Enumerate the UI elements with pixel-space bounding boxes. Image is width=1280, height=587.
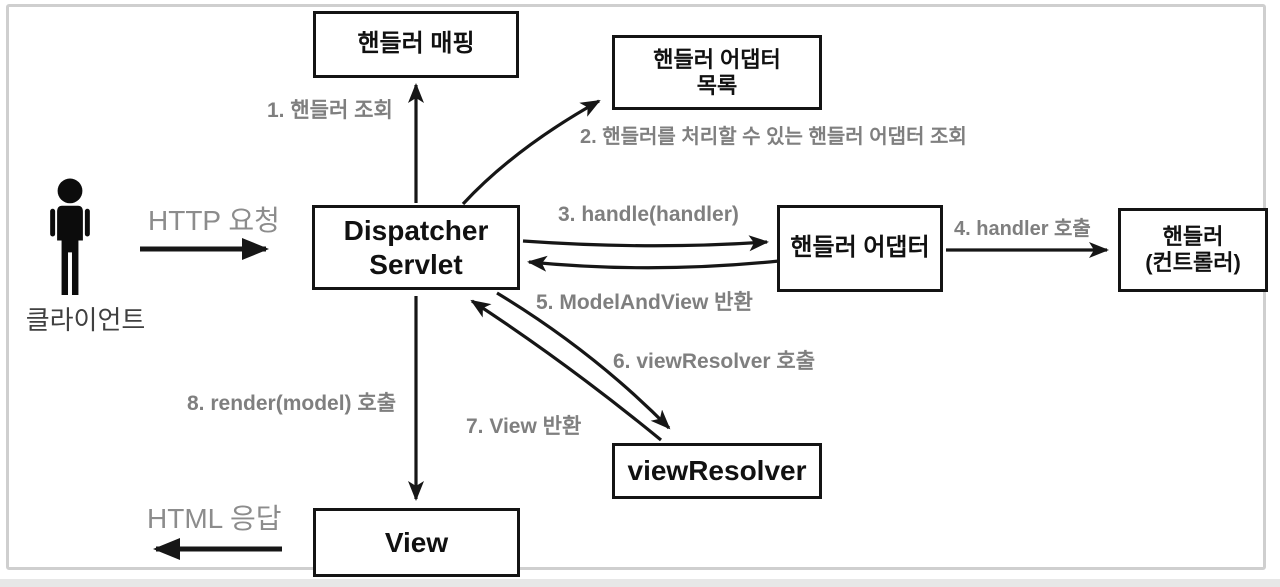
- node-handler-mapping: 핸들러 매핑: [313, 11, 519, 78]
- label-step7-view-return: 7. View 반환: [466, 415, 582, 438]
- label-step3-handle-call: 3. handle(handler): [558, 203, 739, 226]
- http-request-label: HTTP 요청: [148, 205, 280, 236]
- label-step6-viewresolver-call: 6. viewResolver 호출: [613, 350, 816, 373]
- label-step1-handler-lookup: 1. 핸들러 조회: [267, 99, 393, 122]
- node-handler-controller-line2: (컨트롤러): [1145, 250, 1241, 275]
- node-dispatcher-servlet: Dispatcher Servlet: [312, 205, 520, 290]
- node-view: View: [313, 508, 520, 577]
- arrow-step7-view-return: [470, 299, 663, 442]
- node-handler-adapter-label: 핸들러 어댑터: [790, 234, 930, 262]
- client-person-icon: [50, 178, 90, 296]
- arrow-step2-adapter-lookup: [461, 99, 601, 206]
- node-handler-adapter: 핸들러 어댑터: [777, 205, 943, 292]
- node-handler-mapping-label: 핸들러 매핑: [357, 30, 475, 58]
- node-dispatcher-servlet-line1: Dispatcher: [343, 215, 489, 247]
- arrow-step3-handle-call: [522, 235, 769, 252]
- node-view-resolver-label: viewResolver: [627, 455, 807, 487]
- node-view-label: View: [384, 526, 449, 558]
- node-handler-adapter-list: 핸들러 어댑터 목록: [612, 35, 822, 110]
- label-step2-adapter-lookup: 2. 핸들러를 처리할 수 있는 핸들러 어댑터 조회: [580, 126, 967, 148]
- html-response-label: HTML 응답: [147, 503, 282, 534]
- client-label: 클라이언트: [25, 305, 146, 335]
- label-step5-modelandview-return: 5. ModelAndView 반환: [536, 291, 753, 314]
- label-step8-render-call: 8. render(model) 호출: [187, 392, 397, 415]
- node-dispatcher-servlet-line2: Servlet: [369, 248, 463, 280]
- arrow-step6-viewresolver-call: [496, 291, 671, 430]
- node-handler-adapter-list-line2: 목록: [696, 72, 738, 98]
- arrow-step5-modelandview-return: [527, 255, 780, 272]
- node-view-resolver: viewResolver: [612, 443, 822, 499]
- node-handler-controller-line1: 핸들러: [1162, 224, 1224, 250]
- node-handler-adapter-list-line1: 핸들러 어댑터: [653, 46, 781, 72]
- label-step4-handler-call: 4. handler 호출: [954, 218, 1091, 240]
- bottom-edge-shadow: [0, 579, 1280, 587]
- node-handler-controller: 핸들러 (컨트롤러): [1118, 208, 1268, 292]
